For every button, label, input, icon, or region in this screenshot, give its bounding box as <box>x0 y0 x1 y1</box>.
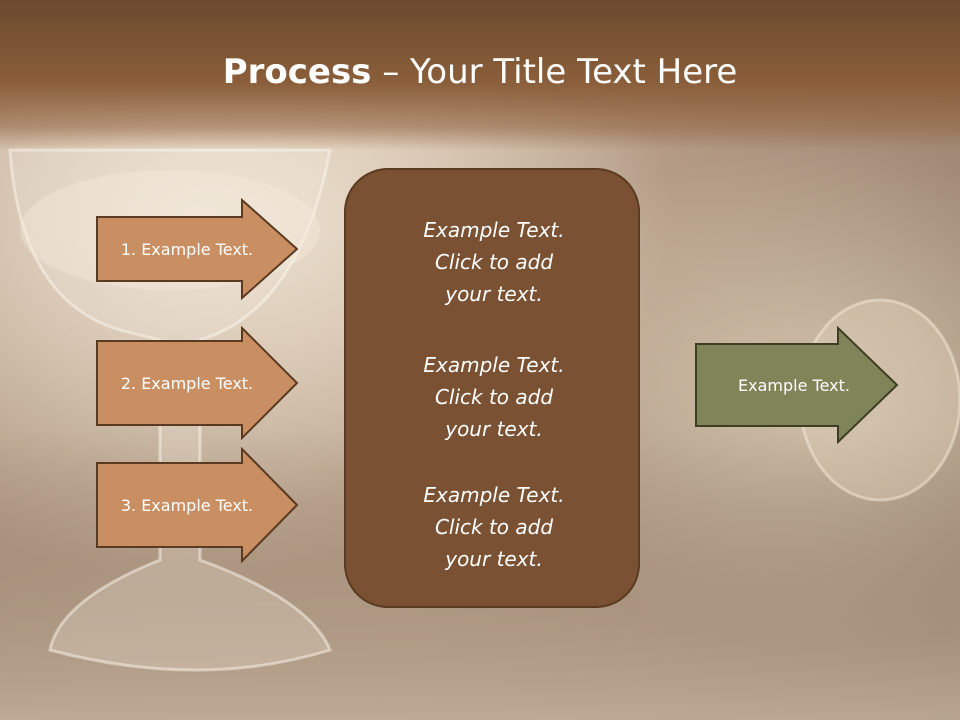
step-label: 2. Example Text. <box>120 373 254 393</box>
center-item-line: your text. <box>445 547 543 571</box>
center-item-1: Example Text. Click to add your text. <box>346 214 642 310</box>
step-label: 3. Example Text. <box>120 495 254 515</box>
center-item-line: Click to add <box>434 515 554 539</box>
arrow-shape-icon <box>695 326 899 444</box>
result-label: Example Text. <box>738 375 850 395</box>
center-text-box[interactable]: Example Text. Click to add your text. Ex… <box>344 168 640 608</box>
title-bar <box>0 0 960 150</box>
arrow-shape-icon <box>96 198 299 300</box>
center-item-line: Example Text. <box>423 483 565 507</box>
center-item-line: Click to add <box>434 385 554 409</box>
arrow-shape-icon <box>96 326 299 440</box>
step-arrow-3[interactable]: 3. Example Text. <box>95 447 300 563</box>
arrow-shape-icon <box>96 447 299 563</box>
center-item-line: your text. <box>445 417 543 441</box>
center-item-3: Example Text. Click to add your text. <box>346 479 642 575</box>
center-item-line: Example Text. <box>423 353 565 377</box>
center-item-2: Example Text. Click to add your text. <box>346 349 642 445</box>
center-item-line: Example Text. <box>423 218 565 242</box>
title-rest-text: – Your Title Text Here <box>371 52 738 92</box>
title-bold-text: Process <box>222 52 372 92</box>
step-arrow-1[interactable]: 1. Example Text. <box>95 198 300 300</box>
result-arrow[interactable]: Example Text. <box>694 326 900 444</box>
step-arrow-2[interactable]: 2. Example Text. <box>95 326 300 440</box>
slide-title[interactable]: Process – Your Title Text Here <box>0 52 960 92</box>
step-label: 1. Example Text. <box>120 239 254 259</box>
center-item-line: Click to add <box>434 250 554 274</box>
center-item-line: your text. <box>445 282 543 306</box>
